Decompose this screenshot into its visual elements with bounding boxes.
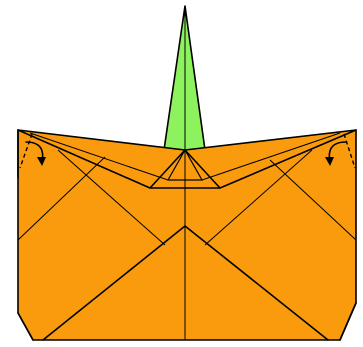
right-corner-valley-line (343, 133, 356, 169)
bottom-peak-fold (42, 225, 329, 341)
curved-arrow-icon (25, 141, 46, 166)
bottom-left-corner-edge (17, 312, 34, 341)
right-outer-diag (269, 159, 357, 241)
left-inner-diag (57, 149, 166, 246)
right-corner-fold (325, 133, 356, 169)
right-inner-diag (204, 149, 313, 246)
collar-left-diag (29, 132, 169, 181)
bottom-right-corner-edge (339, 302, 357, 341)
left-outer-diag (17, 156, 106, 241)
left-corner-valley-line (19, 133, 33, 169)
curved-arrow-icon (325, 141, 347, 166)
left-corner-fold (17, 129, 46, 179)
pumpkin-body (17, 129, 357, 341)
pumpkin-stem (163, 5, 206, 151)
collar-right-diag (201, 132, 341, 181)
